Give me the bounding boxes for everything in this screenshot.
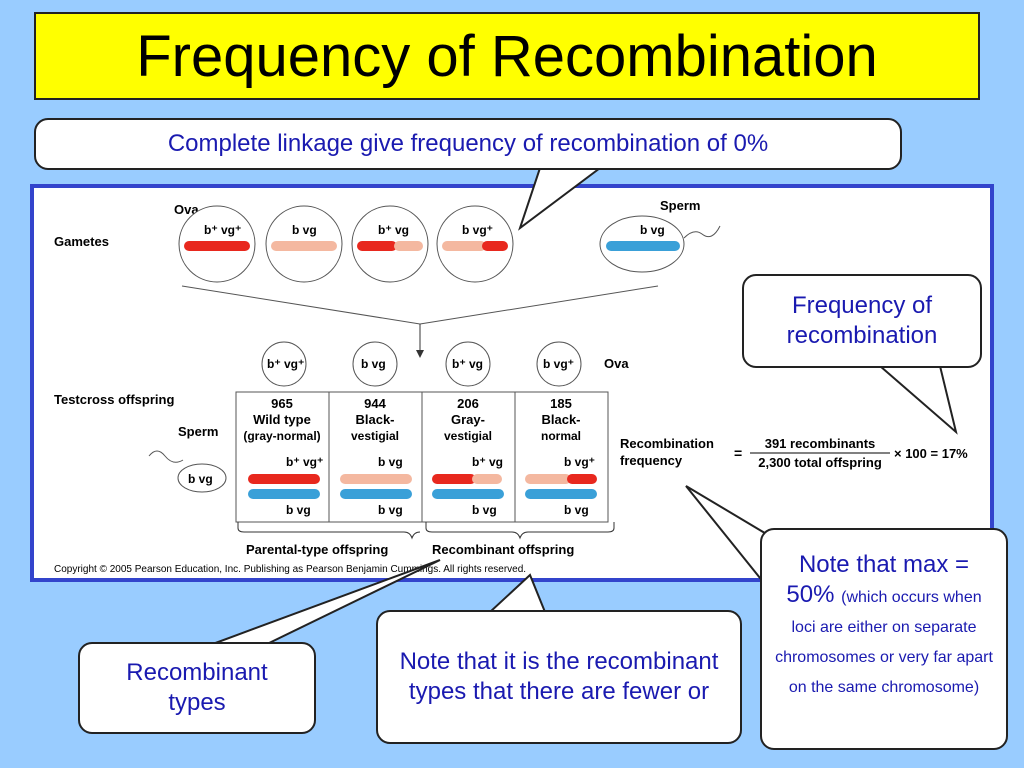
gametes-label: Gametes xyxy=(54,234,109,249)
ova-genotype-3: b⁺ vg xyxy=(378,223,409,237)
ova-small-3 xyxy=(445,341,491,387)
chromosome-red xyxy=(357,241,397,251)
ova-genotype-4: b vg⁺ xyxy=(462,223,493,237)
chromosome-blue xyxy=(606,241,680,251)
sperm-side-label: Sperm xyxy=(178,424,218,439)
callout-fewer-text: Note that it is the recombinant types th… xyxy=(399,648,719,705)
rf-numerator: 391 recombinants xyxy=(765,436,876,451)
rf-result: × 100 = 17% xyxy=(894,446,968,461)
copyright: Copyright © 2005 Pearson Education, Inc.… xyxy=(54,564,526,575)
offspring-name2-4: normal xyxy=(541,429,581,443)
chromosome-pink xyxy=(394,241,423,251)
ova-small-genotype-4: b vg⁺ xyxy=(543,357,574,371)
ova-genotype-2: b vg xyxy=(292,223,317,237)
callout-max-text: Note that max = 50% xyxy=(786,551,970,608)
ova-small-2 xyxy=(352,341,398,387)
offspring-top-3: b⁺ vg xyxy=(472,455,503,469)
ova-label: Ova xyxy=(174,202,199,217)
offspring-top-4: b vg⁺ xyxy=(564,455,595,469)
title-banner: Frequency of Recombination xyxy=(34,12,980,100)
chromosome-pink xyxy=(442,241,486,251)
recombinant-label: Recombinant offspring xyxy=(432,542,574,557)
sperm-genotype-top: b vg xyxy=(640,223,665,237)
ova-small-genotype-1: b⁺ vg⁺ xyxy=(267,357,304,371)
offspring-count-3: 206 xyxy=(457,396,479,411)
sperm-cell-top: b vg xyxy=(599,215,721,273)
ova-small-1 xyxy=(261,341,307,387)
chromosome-red xyxy=(482,241,508,251)
offspring-bottom-3: b vg xyxy=(472,503,497,517)
offspring-name2-2: vestigial xyxy=(351,429,399,443)
ova-small-4 xyxy=(536,341,582,387)
offspring-name-1: Wild type xyxy=(253,412,311,427)
offspring-count-1: 965 xyxy=(271,396,293,411)
offspring-col-4: 185 Black- normal b vg⁺ b vg xyxy=(525,396,597,517)
chromosome-pink xyxy=(271,241,337,251)
offspring-bottom-2: b vg xyxy=(378,503,403,517)
offspring-bottom-1: b vg xyxy=(286,503,311,517)
ova-cell-2: b vg xyxy=(265,205,343,283)
recombinant-brace xyxy=(425,522,615,540)
ova-small-genotype-2: b vg xyxy=(361,357,386,371)
gamete-line-left xyxy=(181,285,421,325)
ova-genotype-1: b⁺ vg⁺ xyxy=(204,223,241,237)
rf-denominator: 2,300 total offspring xyxy=(758,455,882,470)
testcross-label: Testcross offspring xyxy=(54,392,174,407)
callout-max: Note that max = 50% (which occurs when l… xyxy=(760,528,1008,750)
ova-cell-4: b vg⁺ xyxy=(436,205,514,283)
ova-cell-3: b⁺ vg xyxy=(351,205,429,283)
offspring-name-4: Black- xyxy=(541,412,580,427)
offspring-name2-3: vestigial xyxy=(444,429,492,443)
parental-label: Parental-type offspring xyxy=(246,542,388,557)
figure-svg: Ova Gametes Sperm b⁺ vg⁺ b vg b⁺ vg b vg… xyxy=(54,198,968,575)
sperm-side-genotype: b vg xyxy=(188,472,213,486)
page-title: Frequency of Recombination xyxy=(136,23,878,89)
callout-complete-linkage-text: Complete linkage give frequency of recom… xyxy=(167,130,769,157)
callout-complete-linkage: Complete linkage give frequency of recom… xyxy=(34,118,902,170)
recombination-figure: Ova Gametes Sperm b⁺ vg⁺ b vg b⁺ vg b vg… xyxy=(30,184,994,582)
gamete-line-right xyxy=(419,285,659,325)
rf-label-1: Recombination xyxy=(620,436,714,451)
callout-fewer: Note that it is the recombinant types th… xyxy=(376,610,742,744)
offspring-count-4: 185 xyxy=(550,396,572,411)
ova-right-label: Ova xyxy=(604,356,629,371)
offspring-col-1: 965 Wild type (gray-normal) b⁺ vg⁺ b vg xyxy=(243,396,323,517)
offspring-bottom-4: b vg xyxy=(564,503,589,517)
offspring-col-3: 206 Gray- vestigial b⁺ vg b vg xyxy=(432,396,504,517)
offspring-name2-1: (gray-normal) xyxy=(243,429,320,443)
callout-frequency: Frequency of recombination xyxy=(742,274,982,368)
callout-recombinant-types: Recombinant types xyxy=(78,642,316,734)
offspring-count-2: 944 xyxy=(364,396,386,411)
rf-label-2: frequency xyxy=(620,453,683,468)
ova-small-genotype-3: b⁺ vg xyxy=(452,357,483,371)
callout-recombinant-types-text: Recombinant types xyxy=(126,659,268,716)
offspring-top-2: b vg xyxy=(378,455,403,469)
offspring-col-2: 944 Black- vestigial b vg b vg xyxy=(340,396,412,517)
offspring-name-2: Black- xyxy=(355,412,394,427)
ova-cell-1: b⁺ vg⁺ xyxy=(178,205,256,283)
callout-max-small-text: (which occurs when loci are either on se… xyxy=(775,589,993,696)
sperm-cell-side: b vg xyxy=(148,450,227,493)
chromosome-red xyxy=(184,241,250,251)
offspring-top-1: b⁺ vg⁺ xyxy=(286,455,323,469)
parental-brace xyxy=(237,522,421,540)
sperm-label: Sperm xyxy=(660,198,700,213)
offspring-name-3: Gray- xyxy=(451,412,485,427)
rf-equals: = xyxy=(734,445,742,461)
callout-frequency-text: Frequency of recombination xyxy=(786,292,938,349)
